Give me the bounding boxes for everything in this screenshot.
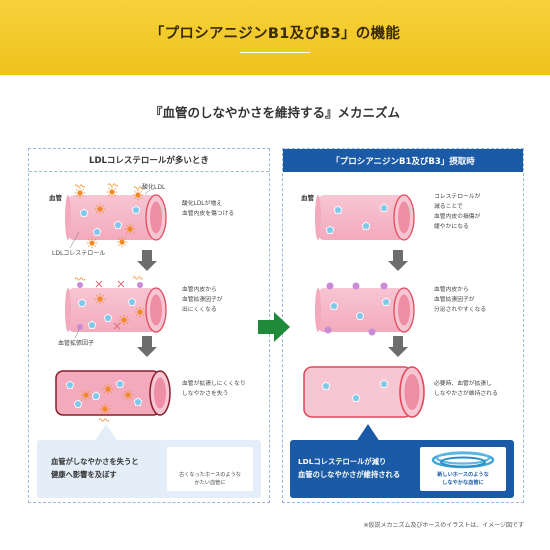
vasodilator-factor: [368, 328, 376, 336]
oxidized-leader-line: [144, 189, 151, 195]
damage-mark: [132, 276, 144, 280]
oxidized-ldl-particle: [94, 293, 106, 305]
ldl-label: LDLコレステロール: [52, 250, 106, 257]
right-vessel-1: [315, 194, 415, 241]
new-hose-image: [431, 451, 495, 469]
left-callout-pointer: [94, 424, 118, 442]
left-vessel-stiff: [55, 370, 171, 416]
old-hose-caption: 古くなったホースのような かたい血管に: [179, 472, 241, 487]
oxidized-ldl-particle: [94, 203, 106, 215]
right-vessel-2: [315, 287, 415, 333]
damage-mark: [74, 277, 86, 281]
section-subtitle: 『血管のしなやかさを維持する』メカニズム: [149, 105, 400, 120]
right-vessel-dilated: [303, 366, 425, 418]
new-hose-caption: 新しいホースのような しなやかな血管に: [437, 472, 489, 487]
header-banner: 「プロシアニジンB1及びB3」の機能: [0, 0, 550, 75]
old-hose-card: 古くなったホースのような かたい血管に: [167, 447, 253, 491]
right-vessel-label: 血管: [301, 194, 314, 202]
vasodilator-factor: [137, 282, 143, 288]
oxidized-ldl-particle: [102, 383, 114, 395]
page-title: 「プロシアニジンB1及びB3」の機能: [149, 25, 401, 42]
factor-leader-line: [74, 329, 80, 339]
oxidized-ldl-particle: [124, 223, 136, 235]
down-arrow: [388, 336, 408, 357]
left-step1-text: 酸化LDLが増え 血管内皮を傷つける: [182, 201, 235, 217]
left-vessel-label: 血管: [49, 194, 62, 202]
new-hose-card: 新しいホースのような しなやかな血管に: [420, 447, 506, 491]
oxidized-ldl-particle: [80, 389, 92, 401]
oxidized-ldl-particle: [86, 237, 98, 249]
blocked-x-marks: [95, 280, 125, 330]
oxidized-ldl-particle: [132, 189, 144, 201]
damage-mark: [98, 418, 110, 422]
left-callout: 血管がしなやかさを失うと 健康へ影響を及ぼす 古くなったホースのような かたい血…: [37, 440, 261, 498]
oxidized-ldl-particle: [106, 186, 118, 198]
down-arrow: [388, 250, 408, 271]
oxidized-ldl-particle: [122, 389, 134, 401]
right-callout: LDLコレステロールが減り 血管のしなやかさが維持される 新しいホースのような …: [290, 440, 514, 498]
damage-mark: [74, 184, 86, 188]
down-arrow: [137, 336, 157, 357]
left-vessel-1: [65, 194, 167, 241]
transition-arrow: [258, 312, 290, 342]
footnote: ※仮説メカニズム及びホースのイラストは、イメージ図です: [363, 522, 525, 529]
ldl-leader-line: [69, 231, 80, 249]
oxidized-ldl-label: 酸化LDL: [142, 184, 166, 191]
left-callout-text: 血管がしなやかさを失うと 健康へ影響を及ぼす: [51, 457, 139, 479]
vasodilator-factor: [77, 282, 83, 288]
oxidized-ldl-particle: [99, 403, 111, 415]
down-arrow: [137, 250, 157, 271]
oxidized-ldl-particle: [118, 314, 130, 326]
left-panel-title: LDLコレステロールが多いとき: [29, 149, 269, 172]
title-underline: [240, 51, 310, 54]
vasodilator-factor: [324, 326, 332, 334]
vasodilator-factor: [380, 282, 388, 290]
oxidized-ldl-particle: [74, 187, 86, 199]
vasodilator-factor: [352, 282, 360, 290]
right-callout-text: LDLコレステロールが減り 血管のしなやかさが維持される: [298, 457, 401, 479]
right-step1-text: コレステロールが 減ることで 血管内皮の損傷が 緩やかになる: [434, 194, 481, 230]
vasodilator-factor: [326, 282, 334, 290]
left-step2-text: 血管内皮から 血管拡張因子が 出にくくなる: [182, 287, 223, 313]
oxidized-ldl-particle: [116, 236, 128, 248]
vasodilator-factor: [77, 324, 83, 330]
right-step2-text: 血管内皮から 血管拡張因子が 分泌されやすくなる: [434, 287, 487, 313]
vasodilator-factor-label: 血管拡張因子: [58, 340, 95, 347]
right-callout-pointer: [356, 424, 380, 442]
right-step3-text: 必要時、血管が拡張し しなやかさが維持される: [434, 381, 498, 397]
right-panel-title: 「プロシアニジンB1及びB3」摂取時: [283, 149, 523, 172]
left-step3-text: 血管が拡張しにくくなり しなやかさを失う: [182, 381, 246, 397]
damage-mark: [107, 183, 119, 187]
oxidized-ldl-particle: [134, 306, 146, 318]
